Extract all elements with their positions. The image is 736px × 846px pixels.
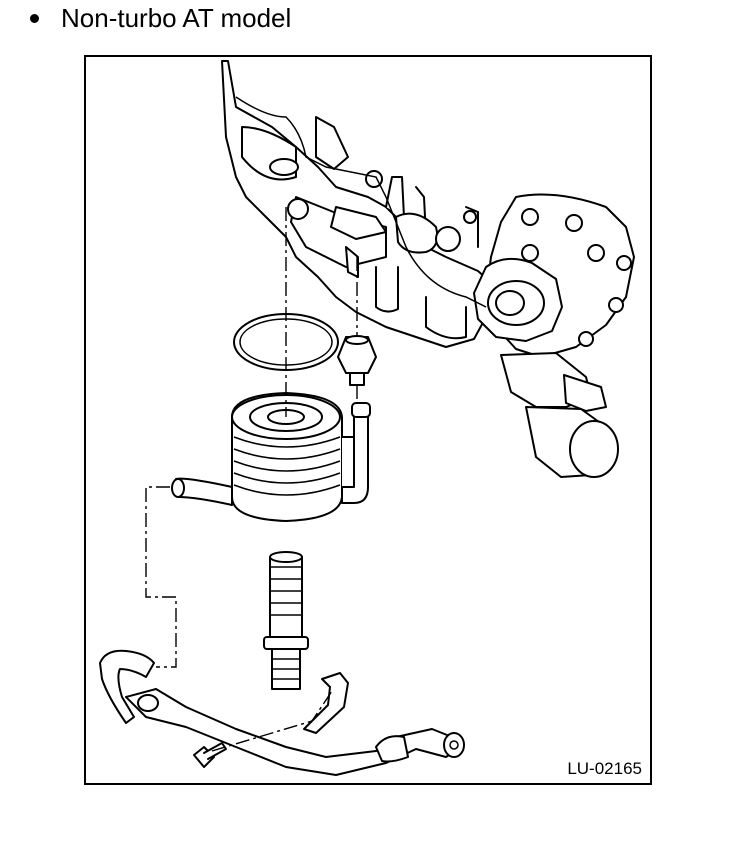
oil-cooler-drawing (171, 392, 371, 522)
oil-cooler-exploded-diagram (99, 60, 635, 776)
hose-pipe-drawing (99, 649, 465, 776)
pipe-line-drawing (235, 96, 487, 308)
figure-id-label: LU-02165 (567, 759, 642, 778)
connector-bolt-drawing (263, 551, 309, 690)
assembly-guide-lines (145, 207, 358, 752)
section-heading: Non-turbo AT model (30, 2, 291, 34)
bullet-icon (30, 13, 39, 23)
heading-text: Non-turbo AT model (61, 3, 292, 33)
union-fitting-drawing (337, 335, 377, 386)
illustration-frame: LU-02165 (84, 55, 652, 785)
